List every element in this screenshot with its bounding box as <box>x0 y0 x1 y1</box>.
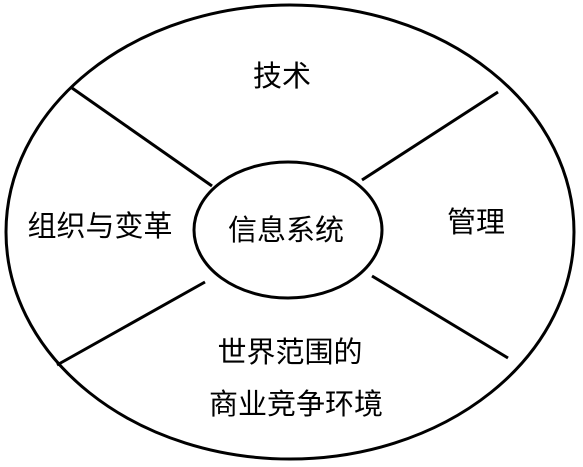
divider-lower-left <box>56 280 206 367</box>
inner-ellipse <box>192 160 384 300</box>
divider-lower-right <box>371 274 509 360</box>
bottom-label-line1: 世界范围的 <box>217 335 362 369</box>
outer-ellipse <box>4 3 576 461</box>
center-label: 信息系统 <box>228 213 344 247</box>
right-label: 管理 <box>447 205 505 239</box>
left-label: 组织与变革 <box>27 209 172 243</box>
top-label: 技术 <box>253 59 311 93</box>
bottom-label-line2: 商业竞争环境 <box>209 387 383 421</box>
divider-upper-right <box>361 90 499 182</box>
divider-upper-left <box>71 86 213 188</box>
